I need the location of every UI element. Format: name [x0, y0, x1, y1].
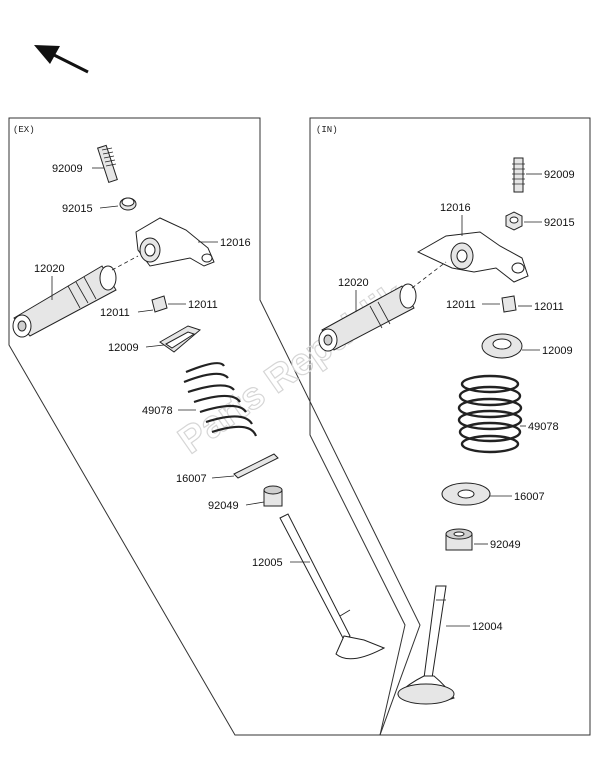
ex-label-12020: 12020 — [34, 263, 65, 275]
in-label-12016: 12016 — [440, 202, 471, 214]
in-label-49078: 49078 — [528, 421, 559, 433]
in-label-12004: 12004 — [472, 621, 503, 633]
intake-section-frame — [309, 117, 591, 736]
in-label-92015: 92015 — [544, 217, 575, 229]
exhaust-section-frame — [8, 117, 421, 736]
ex-spring-retainer — [159, 325, 202, 353]
in-spring-seat — [441, 482, 491, 506]
ex-spring-seat — [233, 453, 279, 479]
in-label-12011-left: 12011 — [446, 299, 476, 311]
ex-label-92015: 92015 — [62, 203, 93, 215]
in-valve-spring — [457, 374, 523, 454]
in-collet — [501, 295, 517, 313]
in-label-12020: 12020 — [338, 277, 369, 289]
ex-rocker-shaft — [12, 265, 117, 338]
in-nut — [505, 211, 523, 231]
ex-label-12011-left: 12011 — [100, 307, 130, 319]
in-label-12011-right: 12011 — [534, 301, 564, 313]
in-adjusting-screw — [512, 157, 525, 193]
ex-label-92049: 92049 — [208, 500, 239, 512]
in-rocker-arm — [416, 231, 529, 283]
ex-collet — [151, 295, 168, 313]
arrow-up-left-icon — [34, 45, 89, 74]
ex-adjusting-screw — [97, 144, 118, 183]
in-label-92009: 92009 — [544, 169, 575, 181]
exhaust-section-label: (EX) — [13, 125, 35, 135]
ex-label-12016: 12016 — [220, 237, 251, 249]
ex-label-12009: 12009 — [108, 342, 139, 354]
in-label-16007: 16007 — [514, 491, 545, 503]
in-rocker-shaft — [318, 283, 417, 352]
in-spring-retainer — [481, 333, 523, 359]
ex-label-92009: 92009 — [52, 163, 83, 175]
ex-valve — [279, 513, 386, 660]
in-valve — [397, 585, 455, 705]
ex-rocker-arm — [135, 217, 215, 267]
ex-label-16007: 16007 — [176, 473, 207, 485]
intake-section-label: (IN) — [316, 125, 338, 135]
ex-label-49078: 49078 — [142, 405, 173, 417]
ex-valve-spring — [183, 361, 258, 437]
ex-nut — [119, 197, 137, 211]
ex-label-12011-right: 12011 — [188, 299, 218, 311]
in-label-12009: 12009 — [542, 345, 573, 357]
in-oil-seal — [445, 528, 473, 551]
in-label-92049: 92049 — [490, 539, 521, 551]
ex-oil-seal — [263, 485, 283, 507]
ex-label-12005: 12005 — [252, 557, 283, 569]
